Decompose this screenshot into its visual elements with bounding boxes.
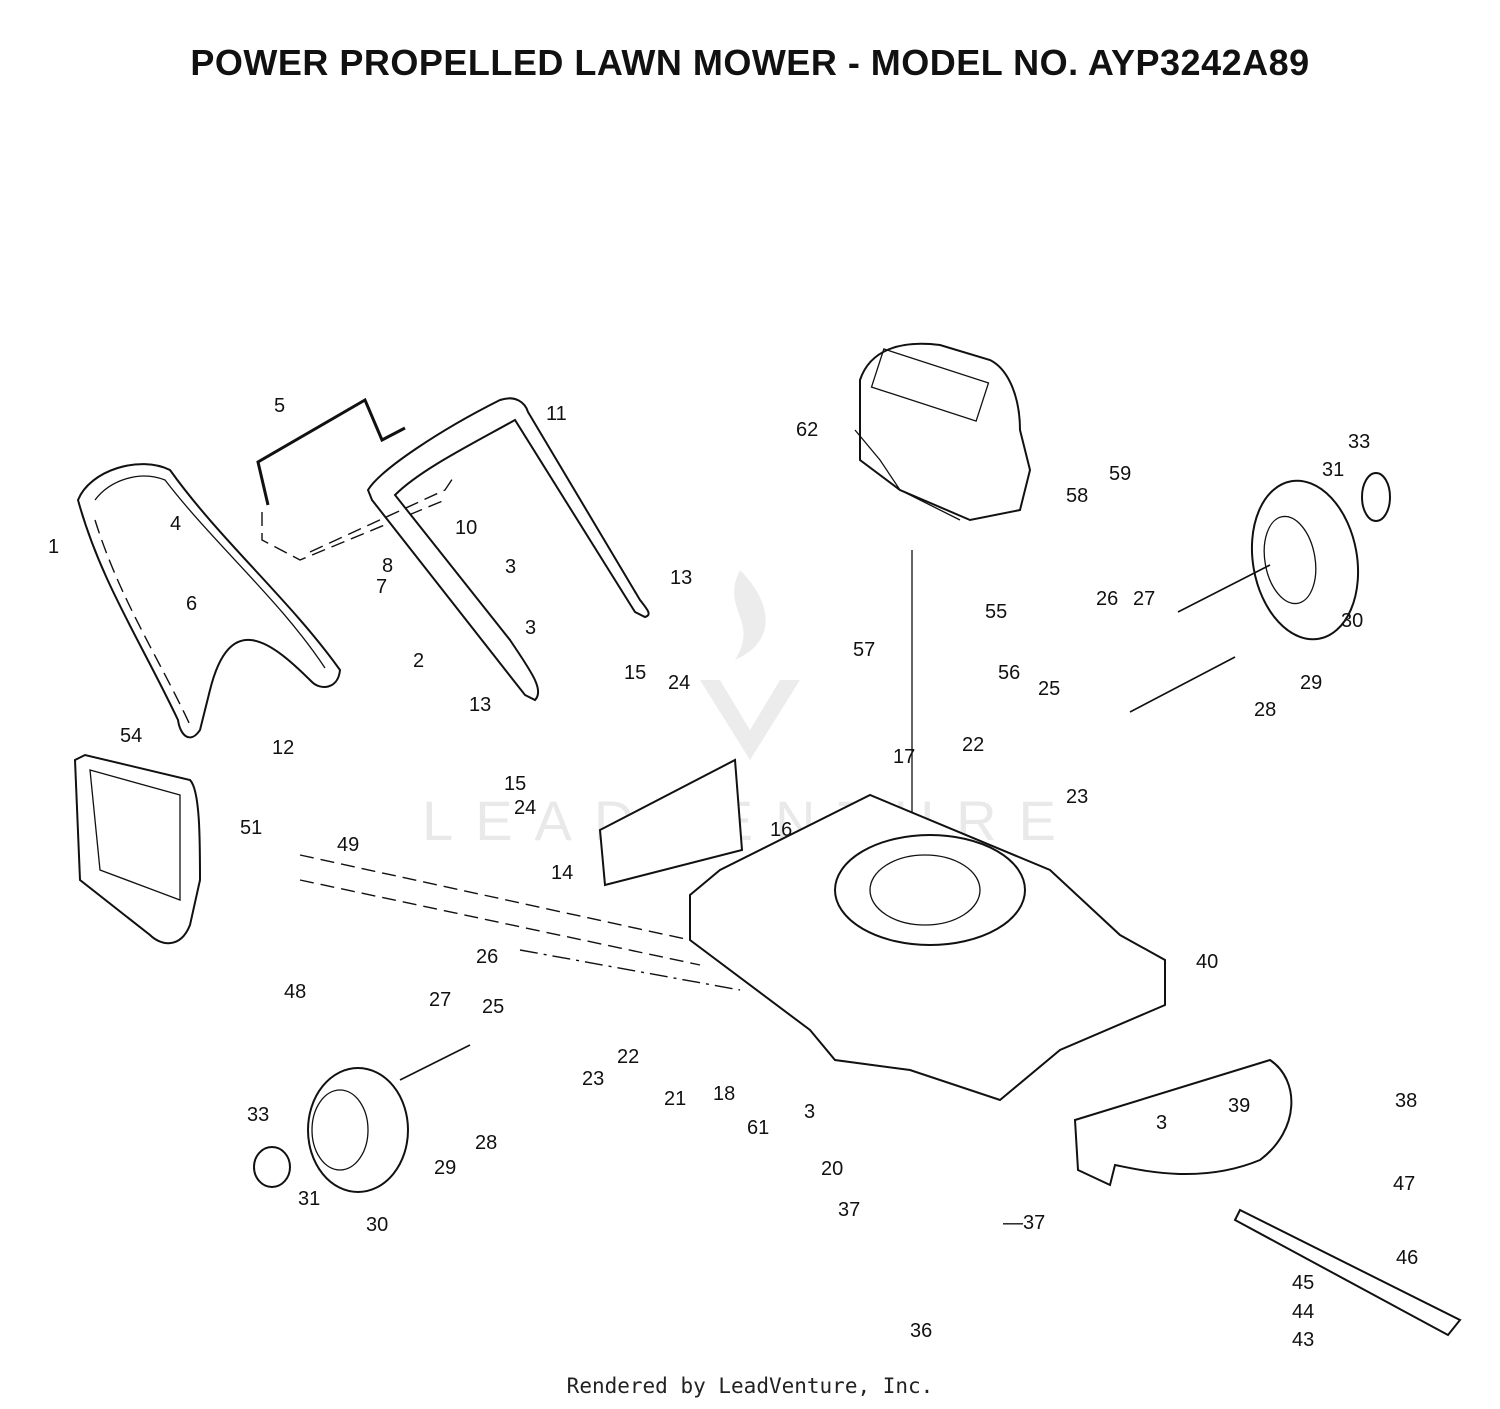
callout-22: 22 <box>617 1046 639 1068</box>
callout-40: 40 <box>1196 951 1218 973</box>
callout-28: 28 <box>475 1132 497 1154</box>
callout-labels: 1 2 3 3 3 3 4 5 6 7 8 10 11 12 13 13 14 … <box>48 395 1418 1351</box>
callout-33: 33 <box>1348 431 1370 453</box>
callout-1: 1 <box>48 536 59 558</box>
callout-3: 3 <box>525 617 536 639</box>
callout-3: 3 <box>804 1101 815 1123</box>
callout-20: 20 <box>821 1158 843 1180</box>
callout-23: 23 <box>582 1068 604 1090</box>
callout-21: 21 <box>664 1088 686 1110</box>
callout-51: 51 <box>240 817 262 839</box>
callout-57: 57 <box>853 639 875 661</box>
callout-58: 58 <box>1066 485 1088 507</box>
callout-3: 3 <box>1156 1112 1167 1134</box>
callout-24: 24 <box>514 797 536 819</box>
callout-16: 16 <box>770 819 792 841</box>
callout-2: 2 <box>413 650 424 672</box>
front-wheel-part-30 <box>253 1044 471 1193</box>
engine-part-62 <box>854 342 1032 930</box>
callout-27: 27 <box>429 989 451 1011</box>
callout-4: 4 <box>170 513 181 535</box>
callout-23: 23 <box>1066 786 1088 808</box>
callout-47: 47 <box>1393 1173 1415 1195</box>
rear-wheel-part-30 <box>1177 472 1391 641</box>
callout-27: 27 <box>1133 588 1155 610</box>
callout-12: 12 <box>272 737 294 759</box>
callout-29: 29 <box>434 1157 456 1179</box>
callout-61: 61 <box>747 1117 769 1139</box>
callout-37: 37 <box>838 1199 860 1221</box>
callout-7: 7 <box>376 576 387 598</box>
callout-15: 15 <box>624 662 646 684</box>
callout-55: 55 <box>985 601 1007 623</box>
callout-49: 49 <box>337 834 359 856</box>
callout-62: 62 <box>796 419 818 441</box>
callout-31: 31 <box>298 1188 320 1210</box>
control-cable-part-5 <box>256 397 406 506</box>
callout-45: 45 <box>1292 1272 1314 1294</box>
callout-43: 43 <box>1292 1329 1314 1351</box>
callout-17: 17 <box>893 746 915 768</box>
callout-54: 54 <box>120 725 142 747</box>
callout-25: 25 <box>482 996 504 1018</box>
callout-28: 28 <box>1254 699 1276 721</box>
callout-5: 5 <box>274 395 285 417</box>
rear-axle-part-14 <box>598 758 744 887</box>
callout-48: 48 <box>284 981 306 1003</box>
rear-deflector-part-1 <box>76 463 342 739</box>
callout-33: 33 <box>247 1104 269 1126</box>
upper-handle-part-11 <box>309 397 650 702</box>
callout-38: 38 <box>1395 1090 1417 1112</box>
callout-36: 36 <box>910 1320 932 1342</box>
callout-56: 56 <box>998 662 1020 684</box>
callout-39: 39 <box>1228 1095 1250 1117</box>
callout-30: 30 <box>366 1214 388 1236</box>
callout-44: 44 <box>1292 1301 1314 1323</box>
callout-30: 30 <box>1341 610 1363 632</box>
callout-15: 15 <box>504 773 526 795</box>
callout-14: 14 <box>551 862 573 884</box>
callout-8: 8 <box>382 555 393 577</box>
callout-13: 13 <box>670 567 692 589</box>
callout-31: 31 <box>1322 459 1344 481</box>
baffle-part-39 <box>1073 1058 1293 1187</box>
callout-29: 29 <box>1300 672 1322 694</box>
callout-24: 24 <box>668 672 690 694</box>
diagram-title: POWER PROPELLED LAWN MOWER - MODEL NO. A… <box>190 42 1310 83</box>
callout-18: 18 <box>713 1083 735 1105</box>
grass-bag-part-54 <box>73 753 202 945</box>
callout-13: 13 <box>469 694 491 716</box>
callout-25: 25 <box>1038 678 1060 700</box>
callout-26: 26 <box>1096 588 1118 610</box>
callout-22: 22 <box>962 734 984 756</box>
callout-3: 3 <box>505 556 516 578</box>
callout-11: 11 <box>546 403 567 425</box>
blade-part-46 <box>1233 1208 1462 1337</box>
callout-10: 10 <box>455 517 477 539</box>
callout-6: 6 <box>186 593 197 615</box>
callout-59: 59 <box>1109 463 1131 485</box>
mower-deck-part-40 <box>689 793 1166 1102</box>
callout-37: —37 <box>1003 1212 1045 1234</box>
callout-26: 26 <box>476 946 498 968</box>
callout-46: 46 <box>1396 1247 1418 1269</box>
footer-credit: Rendered by LeadVenture, Inc. <box>566 1374 934 1398</box>
